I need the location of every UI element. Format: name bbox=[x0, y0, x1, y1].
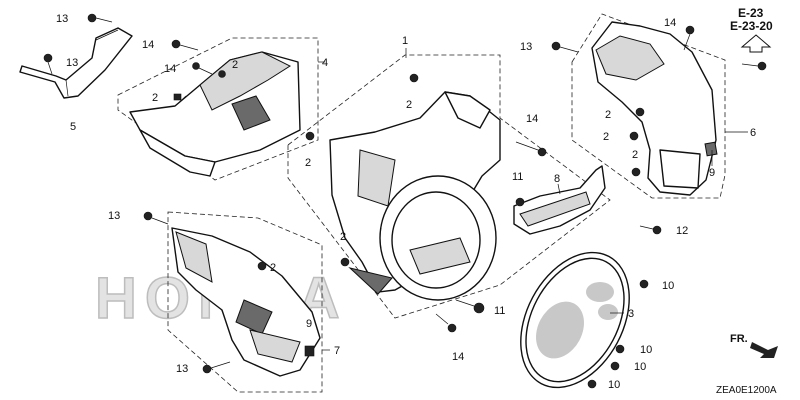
nut-2-main-top bbox=[409, 73, 419, 83]
callout-14-right: 14 bbox=[664, 17, 676, 29]
callout-13-left: 13 bbox=[66, 57, 78, 69]
drawing-code: ZEA0E1200A bbox=[716, 385, 777, 396]
bolt-13-right bbox=[551, 41, 579, 53]
callout-14-upper-b: 14 bbox=[164, 63, 176, 75]
bolt-12 bbox=[639, 225, 662, 235]
guide-part-8 bbox=[513, 165, 606, 235]
nut-2-lower-left bbox=[257, 261, 267, 271]
nut-2-upper-left-b bbox=[173, 93, 182, 101]
group-box-main-shroud bbox=[287, 54, 611, 319]
callout-3: 3 bbox=[628, 308, 634, 320]
bolt-10-a bbox=[639, 279, 649, 289]
callout-2-main-left: 2 bbox=[305, 157, 311, 169]
callout-7: 7 bbox=[334, 345, 340, 357]
callout-11-upper: 11 bbox=[512, 171, 523, 183]
lower-cover-part-7 bbox=[171, 227, 321, 377]
callout-2-right-c: 2 bbox=[632, 149, 638, 161]
callout-2-main-lower: 2 bbox=[340, 231, 346, 243]
callout-1: 1 bbox=[402, 35, 408, 47]
callout-8: 8 bbox=[554, 173, 560, 185]
callout-14-main-lower: 14 bbox=[452, 351, 464, 363]
bolt-14-main bbox=[515, 141, 547, 157]
callout-6: 6 bbox=[750, 127, 756, 139]
leader-8 bbox=[557, 183, 561, 195]
bolt-13-left bbox=[43, 53, 53, 75]
bolt-13-bottom bbox=[202, 361, 231, 374]
nut-2-main-left bbox=[305, 131, 315, 141]
nut-2-upper-left bbox=[218, 70, 226, 78]
bolt-14-right bbox=[683, 25, 695, 51]
callout-9-lower: 9 bbox=[306, 318, 312, 330]
bolt-14-upper-2 bbox=[192, 62, 213, 75]
callout-2-lower-left: 2 bbox=[270, 262, 276, 274]
group-box-upper-left bbox=[117, 37, 319, 181]
bolt-10-c bbox=[610, 361, 620, 371]
callout-13-top-left: 13 bbox=[56, 13, 68, 25]
callout-2-upper-left: 2 bbox=[152, 92, 158, 104]
bolt-11-main-lower bbox=[455, 299, 485, 314]
callout-9-right: 9 bbox=[709, 167, 715, 179]
bolt-right-ref bbox=[741, 61, 767, 71]
bolt-10-d bbox=[587, 379, 597, 389]
group-box-right-cover bbox=[571, 13, 726, 199]
callout-13-right: 13 bbox=[520, 41, 532, 53]
callout-11-lower: 11 bbox=[494, 305, 505, 317]
callout-13-bottom: 13 bbox=[176, 363, 188, 375]
nut-2-main-lower bbox=[340, 257, 350, 267]
callout-12: 12 bbox=[676, 225, 688, 237]
fan-shroud-part-1 bbox=[329, 91, 501, 301]
callout-10-c: 10 bbox=[634, 361, 646, 373]
upper-left-shroud-part-4 bbox=[129, 51, 301, 177]
callout-14-upper: 14 bbox=[142, 39, 154, 51]
screen-mesh bbox=[536, 282, 618, 359]
bolt-11-main-upper bbox=[515, 197, 525, 207]
clip-9-lower bbox=[304, 345, 315, 357]
callout-2-upper-right: 2 bbox=[232, 59, 238, 71]
callout-10-a: 10 bbox=[662, 280, 674, 292]
nut-2-right-c bbox=[631, 167, 641, 177]
callout-14-main: 14 bbox=[526, 113, 538, 125]
callout-10-d: 10 bbox=[608, 379, 620, 391]
bolt-13-top-left bbox=[87, 13, 113, 23]
front-direction-arrow-icon bbox=[750, 342, 778, 358]
right-cover-part-6 bbox=[591, 21, 718, 196]
bolt-14-main-lower bbox=[435, 313, 457, 333]
bracket-part-5 bbox=[19, 27, 133, 99]
up-arrow-icon bbox=[740, 34, 772, 53]
front-direction-label: FR. bbox=[730, 333, 748, 345]
screen-grid-part-3 bbox=[520, 251, 630, 389]
callout-2-right-b: 2 bbox=[603, 131, 609, 143]
callout-4: 4 bbox=[322, 57, 328, 69]
callout-5: 5 bbox=[70, 121, 76, 133]
callout-13-lower-left: 13 bbox=[108, 210, 120, 222]
reference-e-23: E-23 bbox=[738, 6, 764, 20]
callout-2-main-top: 2 bbox=[406, 99, 412, 111]
bolt-13-lower-left bbox=[143, 211, 169, 225]
callout-2-right-a: 2 bbox=[605, 109, 611, 121]
nut-2-right-a bbox=[635, 107, 645, 117]
reference-e-23-20: E-23-20 bbox=[730, 19, 773, 33]
group-box-lower-left bbox=[167, 211, 323, 393]
bolt-10-b bbox=[615, 344, 625, 354]
bolt-14-upper bbox=[171, 39, 199, 51]
nut-2-right-b bbox=[629, 131, 639, 141]
callout-10-b: 10 bbox=[640, 344, 652, 356]
